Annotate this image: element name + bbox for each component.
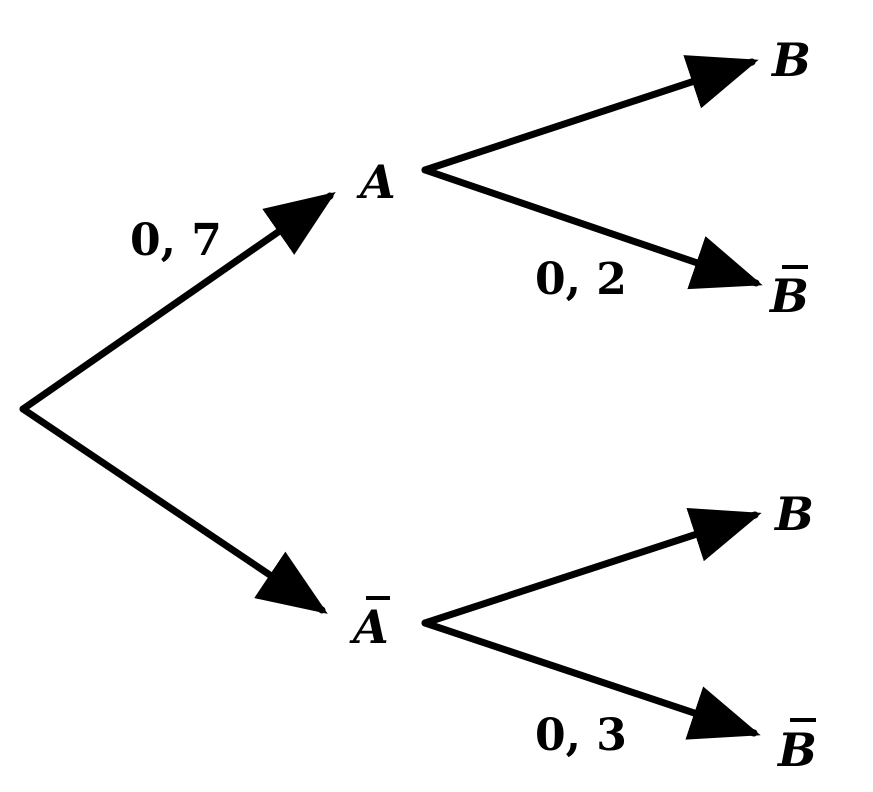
node-a-label: A [356,155,396,209]
node-b-bottom-label: B [773,487,814,541]
edge-a-to-b [421,55,759,174]
edge-root-to-a-bar [19,405,328,614]
node-b-bar-top-label: B [768,269,809,323]
edge-a-bar-to-b-bar [421,619,761,740]
prob-a-bar-to-b-bar: 0, 3 [535,710,627,761]
prob-root-to-a: 0, 7 [130,215,222,266]
prob-a-to-b-bar: 0, 2 [535,254,627,305]
node-a-bar-label: A [349,600,389,654]
edge-a-bar-to-b [421,507,762,627]
edge-root-to-a [19,192,336,413]
edge-a-to-b-bar [421,166,763,290]
node-b-bar-bottom-label: B [776,723,817,777]
node-b-top-label: B [770,33,811,87]
